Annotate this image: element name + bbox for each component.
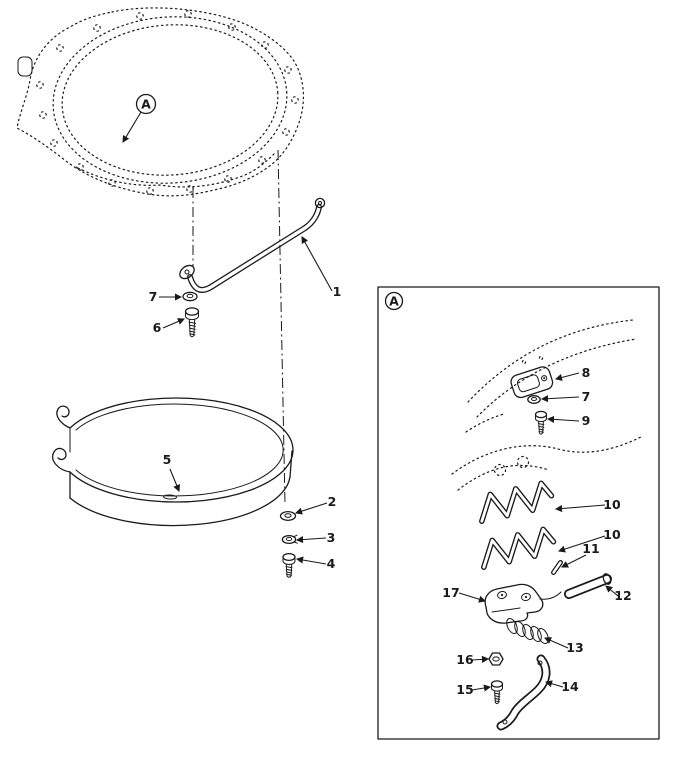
part-11-pin — [551, 560, 563, 575]
callout-part7-main: 7 — [149, 289, 158, 304]
part-16-nut — [488, 652, 504, 666]
main-callouts: 1 7 6 5 2 3 4 — [149, 236, 342, 571]
part-10-wave-spring-lower — [481, 526, 557, 570]
callout-part2: 2 — [328, 494, 337, 509]
callout-part17: 17 — [442, 585, 459, 600]
detail-marker-box-label: A — [389, 294, 399, 309]
callout-part10-lower: 10 — [603, 527, 621, 542]
leader-part9 — [546, 415, 580, 423]
leader-part10-upper — [554, 504, 606, 513]
callout-part9: 9 — [582, 413, 591, 428]
part-17-latch-bracket — [484, 583, 562, 624]
callout-part13: 13 — [566, 640, 583, 655]
detail-hidden-edges — [451, 319, 642, 491]
part-15-screw — [490, 680, 504, 705]
callout-part4: 4 — [327, 556, 336, 571]
detail-marker-main-label: A — [141, 97, 151, 112]
leader-part3 — [295, 536, 327, 544]
leader-part14 — [544, 680, 564, 688]
detail-view: A — [377, 286, 660, 740]
callout-part3: 3 — [327, 530, 336, 545]
part-7-washer-detail — [527, 395, 541, 404]
leader-part6 — [162, 318, 185, 329]
detail-box-border — [377, 286, 660, 740]
callout-part14: 14 — [561, 679, 579, 694]
callout-part1: 1 — [333, 284, 342, 299]
detail-callouts: 8 7 9 10 10 11 12 17 13 16 15 14 — [442, 365, 631, 697]
callout-part15: 15 — [456, 682, 473, 697]
hull-plate-outline — [16, 7, 304, 197]
leader-part8 — [554, 372, 580, 381]
leader-part10-lower — [557, 535, 606, 553]
part-1-rod — [179, 197, 326, 293]
part-14-latch-lever — [496, 654, 551, 731]
leader-part7-detail — [540, 395, 580, 403]
leader-detail-a — [122, 111, 142, 143]
centerline-right — [277, 149, 286, 505]
callout-part7-detail: 7 — [582, 389, 591, 404]
leader-part13 — [544, 637, 569, 649]
callout-part10-upper: 10 — [603, 497, 621, 512]
callout-part6: 6 — [153, 320, 162, 335]
leader-part11 — [561, 554, 587, 568]
callout-part5: 5 — [163, 452, 172, 467]
part-3-lock-washer — [281, 534, 298, 545]
part-9-screw — [534, 410, 548, 435]
leader-part17 — [458, 592, 487, 603]
leader-part4 — [295, 556, 327, 565]
part-8-bracket — [510, 366, 554, 399]
part-4-screw — [282, 552, 296, 578]
part-6-screw — [184, 307, 200, 338]
hull-cutout — [17, 56, 33, 77]
part-13-spring — [506, 618, 549, 644]
leader-part2 — [294, 502, 328, 515]
leader-part12 — [605, 585, 619, 597]
part-10-wave-spring-upper — [479, 480, 555, 524]
part-5-band — [52, 397, 294, 527]
leader-part16 — [471, 655, 490, 663]
part-7-washer-main — [182, 291, 198, 302]
leader-part1 — [301, 236, 333, 292]
callout-part16: 16 — [456, 652, 474, 667]
leader-part15 — [471, 684, 492, 692]
detail-marker-main: A — [122, 93, 157, 143]
detail-marker-box: A — [384, 291, 404, 311]
callout-part12: 12 — [614, 588, 631, 603]
part-12-rod-pin — [564, 573, 612, 599]
callout-part11: 11 — [582, 541, 599, 556]
leader-part5 — [169, 468, 181, 492]
callout-part8: 8 — [582, 365, 591, 380]
part-2-washer — [279, 510, 297, 522]
hull-bolt-holes — [36, 10, 299, 195]
